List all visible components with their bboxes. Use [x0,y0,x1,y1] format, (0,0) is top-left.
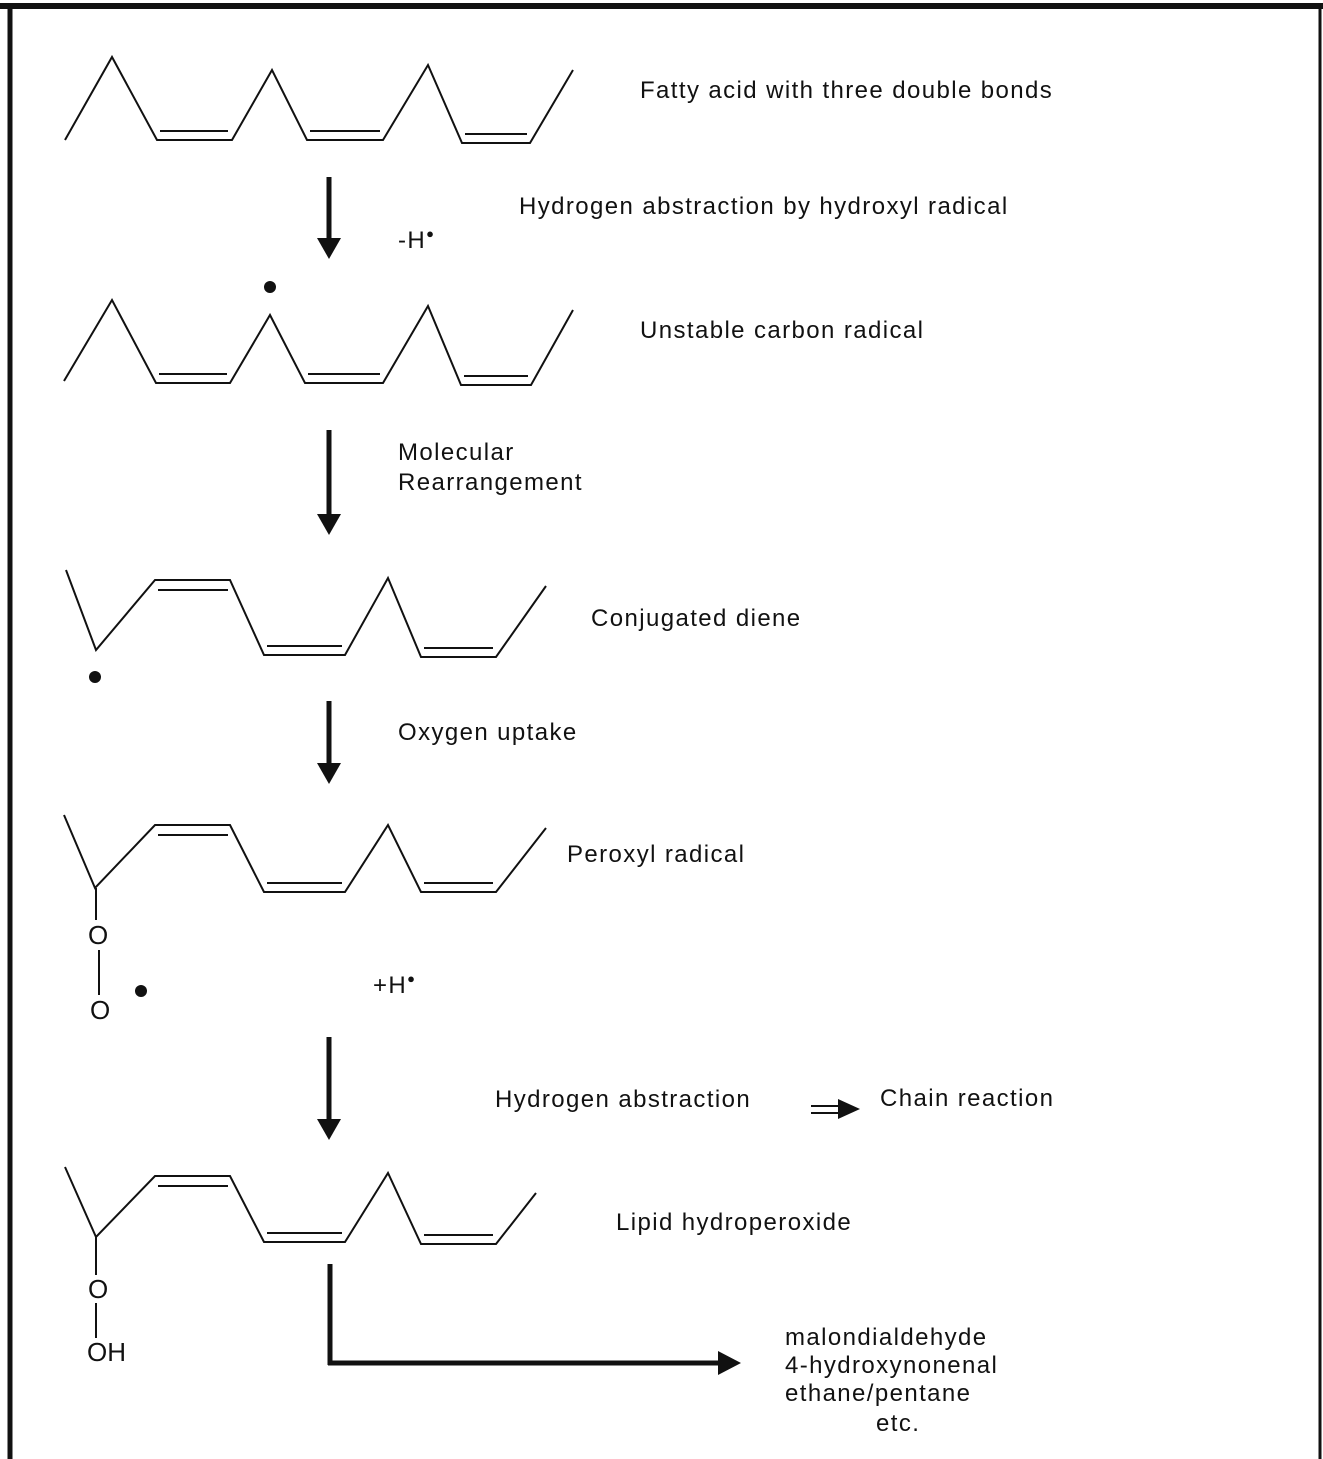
radical-dot-peroxyl [135,985,147,997]
radical-dot-carbon [264,281,276,293]
lipid-hydroperoxide-structure [64,1166,537,1338]
arrow-step-3 [317,701,341,784]
peroxyl-oxygen-2: O [90,995,111,1025]
hydroperoxide-oh: OH [87,1337,126,1367]
fatty-acid-structure [64,54,574,144]
chain-reaction-arrow [811,1099,860,1119]
radical-dot-diene [89,671,101,683]
label-peroxyl-radical: Peroxyl radical [567,841,746,868]
product-malondialdehyde: malondialdehyde [785,1324,988,1351]
label-plus-h: +H● [373,964,416,1001]
label-oxygen-uptake: Oxygen uptake [398,719,578,746]
label-fatty-acid: Fatty acid with three double bonds [640,77,1054,104]
products-arrow [327,1264,741,1375]
label-lipid-hydroperoxide: Lipid hydroperoxide [616,1209,853,1236]
product-ethane-pentane: ethane/pentane [785,1380,972,1407]
radical-dot-symbol: ● [426,226,436,241]
label-molecular: Molecular [398,439,515,466]
radical-dot-symbol: ● [407,971,417,986]
product-hydroxynonenal: 4-hydroxynonenal [785,1352,999,1379]
carbon-radical-structure [63,297,574,386]
peroxyl-oxygen-1: O [88,920,109,950]
plus-h-text: +H [373,972,408,999]
label-chain-reaction: Chain reaction [880,1085,1055,1112]
peroxyl-radical-structure [63,814,547,995]
label-carbon-radical: Unstable carbon radical [640,317,925,344]
label-rearrangement: Rearrangement [398,469,583,496]
label-conjugated-diene: Conjugated diene [591,605,802,632]
arrow-step-4 [317,1037,341,1140]
conjugated-diene-structure [65,569,547,658]
arrow-step-2 [317,430,341,535]
label-hydroxyl-abstraction: Hydrogen abstraction by hydroxyl radical [519,193,1009,220]
arrow-step-1 [317,177,341,259]
hydroperoxide-oxygen: O [88,1274,109,1304]
product-etc: etc. [876,1410,921,1437]
label-minus-h: -H● [398,219,435,256]
minus-h-text: -H [398,227,427,254]
label-hydrogen-abstraction: Hydrogen abstraction [495,1086,752,1113]
